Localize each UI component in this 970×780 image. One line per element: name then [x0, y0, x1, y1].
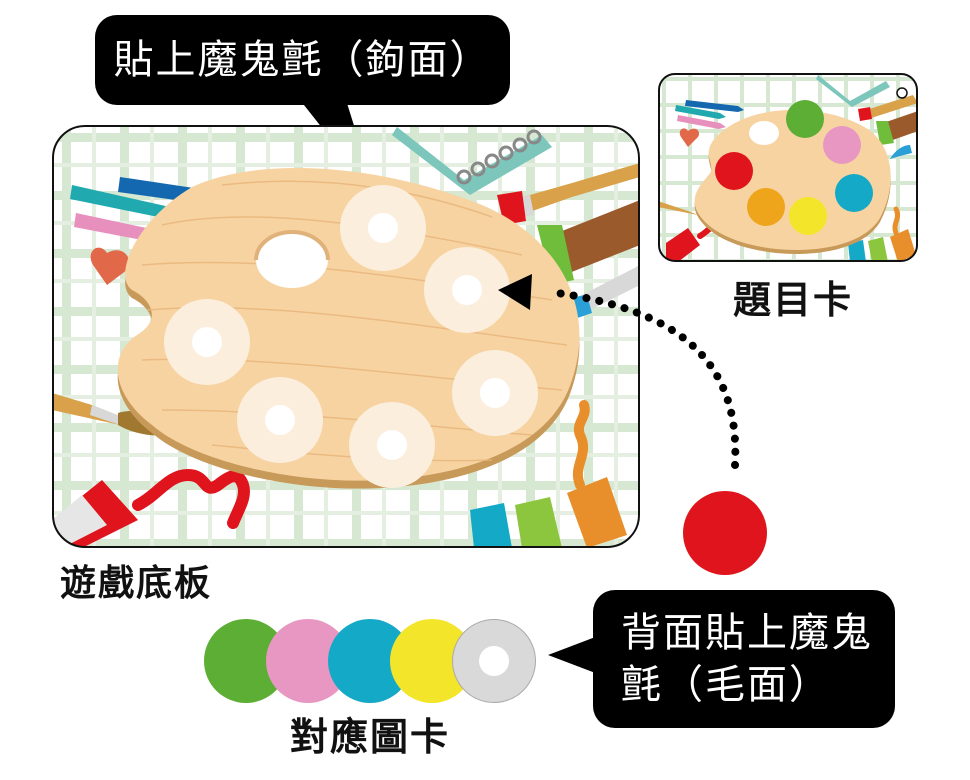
question-dot-green: [786, 100, 824, 138]
velcro-spot: [452, 350, 538, 436]
matching-card-velcro-back[interactable]: [452, 619, 536, 703]
velcro-spot: [349, 402, 435, 488]
dotted-arrow: [498, 274, 740, 469]
matching-cards: [204, 619, 538, 703]
callout-pointer-bottom: [548, 636, 598, 674]
hang-hole-icon: [896, 87, 908, 99]
callout-loop-side: 背面貼上魔鬼 氈（毛面）: [593, 590, 895, 728]
velcro-spots: [164, 185, 538, 488]
velcro-center: [479, 646, 509, 676]
matching-cards-label: 對應圖卡: [289, 715, 450, 759]
paint-tubes-illustration: [470, 400, 627, 547]
game-board-label: 遊戲底板: [60, 563, 213, 604]
velcro-spot: [237, 377, 323, 463]
question-dot-blue: [835, 174, 873, 212]
callout-loop-side-line2: 氈（毛面）: [621, 662, 831, 708]
heart-eraser-illustration: [90, 247, 130, 285]
question-card: [658, 73, 918, 262]
arrow-head-icon: [498, 274, 532, 310]
palette-board: [117, 167, 580, 489]
question-dot-yellow: [789, 197, 827, 235]
question-dot-orange: [747, 188, 785, 226]
question-dot-pink: [823, 126, 861, 164]
velcro-spot: [424, 247, 510, 333]
red-color-card[interactable]: [683, 491, 767, 575]
callout-hook-side: 貼上魔鬼氈（鉤面）: [95, 15, 510, 105]
velcro-spot: [164, 299, 250, 385]
question-card-label: 題目卡: [732, 278, 853, 322]
game-board: [52, 125, 640, 548]
callout-loop-side-line1: 背面貼上魔鬼: [621, 610, 873, 656]
question-dot-red: [715, 152, 753, 190]
velcro-spot: [340, 185, 426, 271]
callout-hook-side-text: 貼上魔鬼氈（鉤面）: [113, 37, 492, 83]
